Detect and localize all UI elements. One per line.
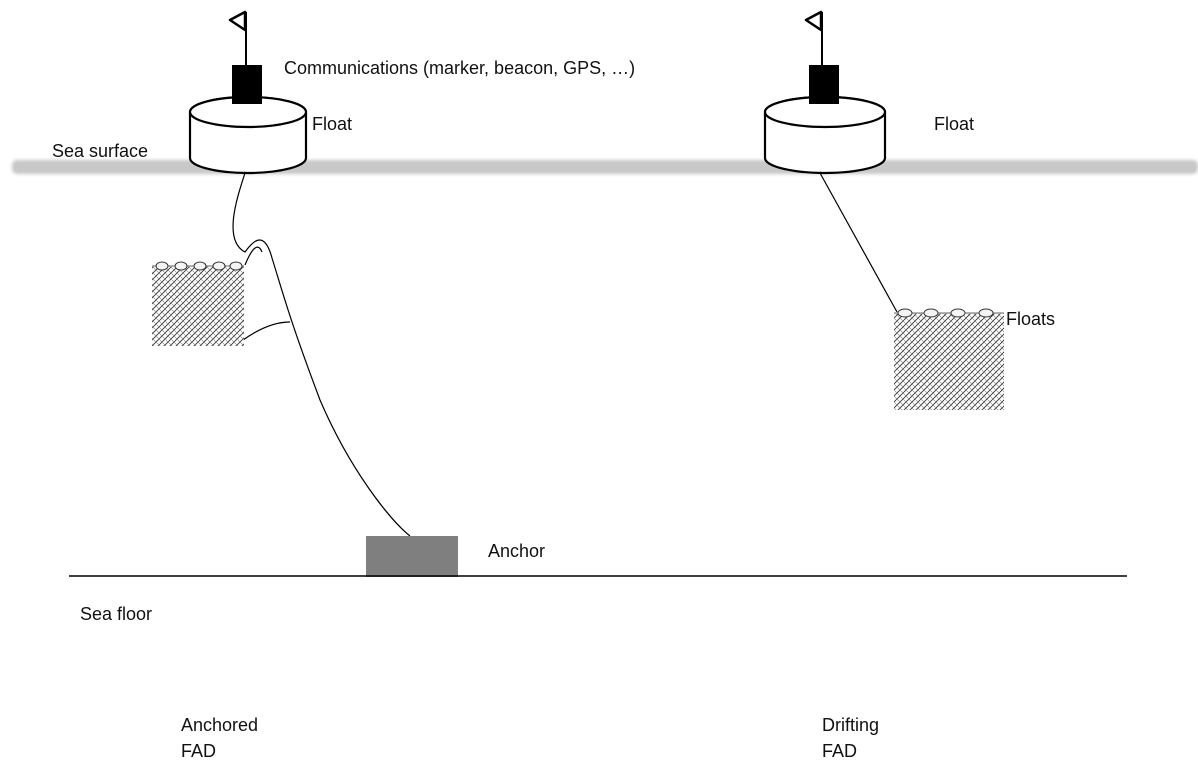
floats-left (155, 261, 243, 271)
sea-surface-band (12, 160, 1198, 174)
anchored-label-line1: Anchored (181, 715, 259, 735)
float-bead (193, 261, 207, 271)
flag-icon-left (228, 10, 247, 32)
net-left (152, 266, 244, 346)
floats-label: Floats (1006, 309, 1056, 329)
net-rope-left (242, 246, 291, 341)
anchored-label-line2: FAD (181, 741, 217, 761)
anchor-block (366, 536, 458, 577)
drifting-label-line2: FAD (822, 741, 858, 761)
sea-surface-label: Sea surface (52, 141, 149, 161)
flag-icon-right (804, 10, 823, 32)
float-bead (923, 308, 939, 318)
float-bead (174, 261, 188, 271)
float-bead (897, 308, 913, 318)
anchor-label: Anchor (488, 541, 546, 561)
communications-box-left-top (232, 65, 262, 104)
drift-line (819, 172, 898, 313)
net-right (894, 313, 1004, 410)
mooring-line (232, 172, 411, 537)
communications-box-right (809, 65, 839, 104)
floats-right (897, 308, 994, 318)
sea-floor-label: Sea floor (80, 604, 153, 624)
float-bead (212, 261, 226, 271)
float-label-left: Float (312, 114, 353, 134)
drifting-label-line1: Drifting (822, 715, 880, 735)
float-bead (229, 261, 243, 271)
drifting-fad-label: Drifting FAD (822, 712, 879, 764)
float-label-right: Float (934, 114, 975, 134)
float-bead (978, 308, 994, 318)
communications-label: Communications (marker, beacon, GPS, …) (284, 58, 636, 78)
float-bead (950, 308, 966, 318)
anchored-fad-label: Anchored FAD (181, 712, 258, 764)
float-bead (155, 261, 169, 271)
